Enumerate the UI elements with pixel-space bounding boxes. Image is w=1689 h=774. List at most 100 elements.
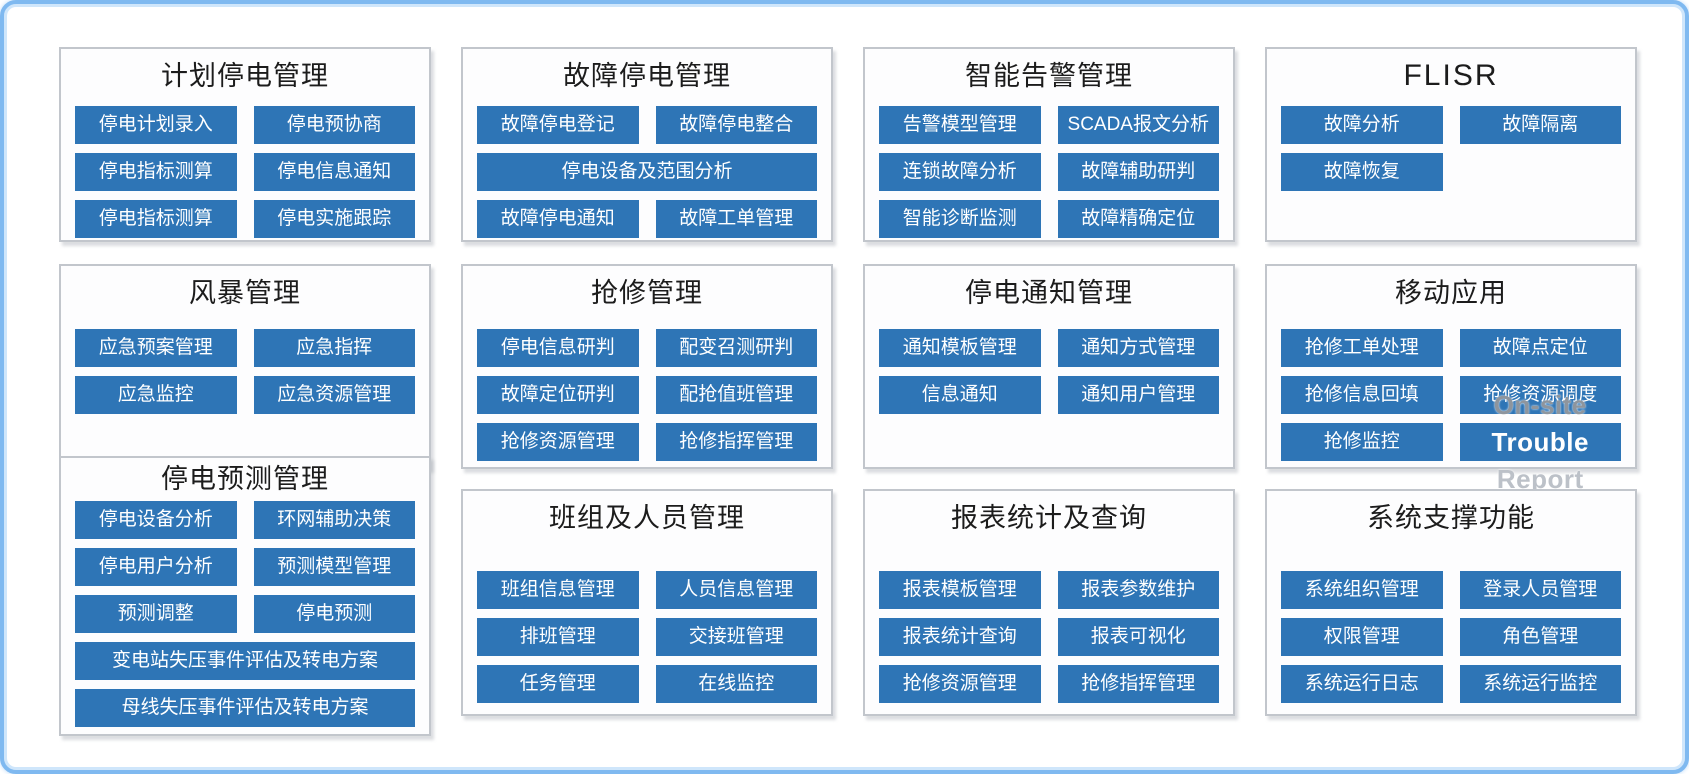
panel-title: 移动应用 <box>1395 278 1507 308</box>
button-outage-notification-management-0[interactable]: 通知模板管理 <box>879 329 1041 367</box>
button-team-and-personnel-management-3[interactable]: 交接班管理 <box>655 618 817 656</box>
button-label: Trouble <box>1491 427 1589 457</box>
button-label: 停电实施跟踪 <box>277 208 392 229</box>
button-intelligent-alarm-management-1[interactable]: SCADA报文分析 <box>1057 106 1219 144</box>
button-repair-management-1[interactable]: 配变召测研判 <box>655 329 817 367</box>
button-storm-management-1[interactable]: 应急指挥 <box>253 329 415 367</box>
panel-title: 故障停电管理 <box>563 61 731 91</box>
button-mobile-applications-0[interactable]: 抢修工单处理 <box>1281 329 1443 367</box>
button-system-support-functions-0[interactable]: 系统组织管理 <box>1281 571 1443 609</box>
button-report-statistics-and-query-4[interactable]: 抢修资源管理 <box>879 665 1041 703</box>
button-outage-notification-management-3[interactable]: 通知用户管理 <box>1057 376 1219 414</box>
button-label: 应急指挥 <box>296 337 373 358</box>
button-outage-forecast-management-6[interactable]: 变电站失压事件评估及转电方案 <box>75 642 415 680</box>
button-mobile-applications-3[interactable]: 抢修资源调度 <box>1459 376 1621 414</box>
button-repair-management-0[interactable]: 停电信息研判 <box>477 329 639 367</box>
button-grid: 停电计划录入停电预协商停电指标测算停电信息通知停电指标测算停电实施跟踪 <box>75 106 415 238</box>
button-system-support-functions-1[interactable]: 登录人员管理 <box>1459 571 1621 609</box>
button-outage-forecast-management-7[interactable]: 母线失压事件评估及转电方案 <box>75 689 415 727</box>
button-label: 权限管理 <box>1323 626 1400 647</box>
button-flisr-2[interactable]: 故障恢复 <box>1281 153 1443 191</box>
button-outage-forecast-management-4[interactable]: 预测调整 <box>75 595 237 633</box>
panel-title: 停电预测管理 <box>161 464 329 494</box>
panel-title: 风暴管理 <box>189 278 301 308</box>
button-report-statistics-and-query-0[interactable]: 报表模板管理 <box>879 571 1041 609</box>
button-label: 环网辅助决策 <box>277 509 392 530</box>
button-team-and-personnel-management-4[interactable]: 任务管理 <box>477 665 639 703</box>
button-intelligent-alarm-management-4[interactable]: 智能诊断监测 <box>879 200 1041 238</box>
button-grid: 通知模板管理通知方式管理信息通知通知用户管理 <box>879 329 1219 414</box>
button-label: 预测模型管理 <box>277 556 392 577</box>
button-repair-management-2[interactable]: 故障定位研判 <box>477 376 639 414</box>
button-report-statistics-and-query-3[interactable]: 报表可视化 <box>1057 618 1219 656</box>
button-label: 停电指标测算 <box>98 161 213 182</box>
button-mobile-applications-1[interactable]: 故障点定位 <box>1459 329 1621 367</box>
button-team-and-personnel-management-2[interactable]: 排班管理 <box>477 618 639 656</box>
button-intelligent-alarm-management-2[interactable]: 连锁故障分析 <box>879 153 1041 191</box>
button-planned-outage-management-0[interactable]: 停电计划录入 <box>75 106 237 144</box>
button-intelligent-alarm-management-5[interactable]: 故障精确定位 <box>1057 200 1219 238</box>
button-planned-outage-management-5[interactable]: 停电实施跟踪 <box>253 200 415 238</box>
button-intelligent-alarm-management-3[interactable]: 故障辅助研判 <box>1057 153 1219 191</box>
button-mobile-applications-4[interactable]: 抢修监控 <box>1281 423 1443 461</box>
button-storm-management-3[interactable]: 应急资源管理 <box>253 376 415 414</box>
button-team-and-personnel-management-5[interactable]: 在线监控 <box>655 665 817 703</box>
button-storm-management-2[interactable]: 应急监控 <box>75 376 237 414</box>
button-fault-outage-management-0[interactable]: 故障停电登记 <box>477 106 639 144</box>
button-system-support-functions-4[interactable]: 系统运行日志 <box>1281 665 1443 703</box>
button-outage-forecast-management-0[interactable]: 停电设备分析 <box>75 501 237 539</box>
button-fault-outage-management-3[interactable]: 故障停电通知 <box>477 200 639 238</box>
button-report-statistics-and-query-5[interactable]: 抢修指挥管理 <box>1057 665 1219 703</box>
button-report-statistics-and-query-2[interactable]: 报表统计查询 <box>879 618 1041 656</box>
button-team-and-personnel-management-1[interactable]: 人员信息管理 <box>655 571 817 609</box>
button-label: 故障精确定位 <box>1081 208 1196 229</box>
button-mobile-applications-2[interactable]: 抢修信息回填 <box>1281 376 1443 414</box>
button-intelligent-alarm-management-0[interactable]: 告警模型管理 <box>879 106 1041 144</box>
button-label: 故障定位研判 <box>500 384 615 405</box>
button-grid: 班组信息管理 人员信息管理排班管理 交接班管理任务管理在线监控 <box>477 571 817 703</box>
button-fault-outage-management-1[interactable]: 故障停电整合 <box>655 106 817 144</box>
button-outage-forecast-management-5[interactable]: 停电预测 <box>253 595 415 633</box>
button-label: 停电信息通知 <box>277 161 392 182</box>
button-flisr-0[interactable]: 故障分析 <box>1281 106 1443 144</box>
button-label: 故障停电通知 <box>500 208 615 229</box>
button-planned-outage-management-3[interactable]: 停电信息通知 <box>253 153 415 191</box>
button-outage-notification-management-2[interactable]: 信息通知 <box>879 376 1041 414</box>
button-report-statistics-and-query-1[interactable]: 报表参数维护 <box>1057 571 1219 609</box>
button-planned-outage-management-1[interactable]: 停电预协商 <box>253 106 415 144</box>
button-outage-notification-management-1[interactable]: 通知方式管理 <box>1057 329 1219 367</box>
button-label: 停电设备及范围分析 <box>561 161 733 182</box>
panel-fault-outage-management: 故障停电管理 故障停电登记故障停电整合停电设备及范围分析故障停电通知 故障工单管理 <box>461 47 833 242</box>
button-system-support-functions-5[interactable]: 系统运行监控 <box>1459 665 1621 703</box>
button-outage-forecast-management-3[interactable]: 预测模型管理 <box>253 548 415 586</box>
button-grid: 应急预案管理 应急指挥应急监控 应急资源管理 <box>75 329 415 414</box>
button-label: 排班管理 <box>519 626 596 647</box>
button-label: 故障点定位 <box>1492 337 1588 358</box>
button-label: 应急资源管理 <box>277 384 392 405</box>
button-fault-outage-management-4[interactable]: 故障工单管理 <box>655 200 817 238</box>
button-repair-management-4[interactable]: 抢修资源管理 <box>477 423 639 461</box>
button-outage-forecast-management-1[interactable]: 环网辅助决策 <box>253 501 415 539</box>
button-label: 抢修信息回填 <box>1304 384 1419 405</box>
button-storm-management-0[interactable]: 应急预案管理 <box>75 329 237 367</box>
button-label: 故障辅助研判 <box>1081 161 1196 182</box>
button-label: 报表模板管理 <box>902 579 1017 600</box>
button-label: 告警模型管理 <box>902 114 1017 135</box>
button-outage-forecast-management-2[interactable]: 停电用户分析 <box>75 548 237 586</box>
panel-system-support-functions: 系统支撑功能 系统组织管理登录人员管理权限管理角色管理系统运行日志系统运行监控 <box>1265 489 1637 716</box>
button-repair-management-5[interactable]: 抢修指挥管理 <box>655 423 817 461</box>
button-grid: 告警模型管理 SCADA报文分析连锁故障分析 故障辅助研判智能诊断监测 故障精确定位 <box>879 106 1219 238</box>
button-flisr-1[interactable]: 故障隔离 <box>1459 106 1621 144</box>
button-system-support-functions-2[interactable]: 权限管理 <box>1281 618 1443 656</box>
button-repair-management-3[interactable]: 配抢值班管理 <box>655 376 817 414</box>
button-planned-outage-management-4[interactable]: 停电指标测算 <box>75 200 237 238</box>
button-planned-outage-management-2[interactable]: 停电指标测算 <box>75 153 237 191</box>
button-fault-outage-management-2[interactable]: 停电设备及范围分析 <box>477 153 817 191</box>
button-team-and-personnel-management-0[interactable]: 班组信息管理 <box>477 571 639 609</box>
button-label: 应急预案管理 <box>98 337 213 358</box>
button-label: 人员信息管理 <box>679 579 794 600</box>
button-system-support-functions-3[interactable]: 角色管理 <box>1459 618 1621 656</box>
